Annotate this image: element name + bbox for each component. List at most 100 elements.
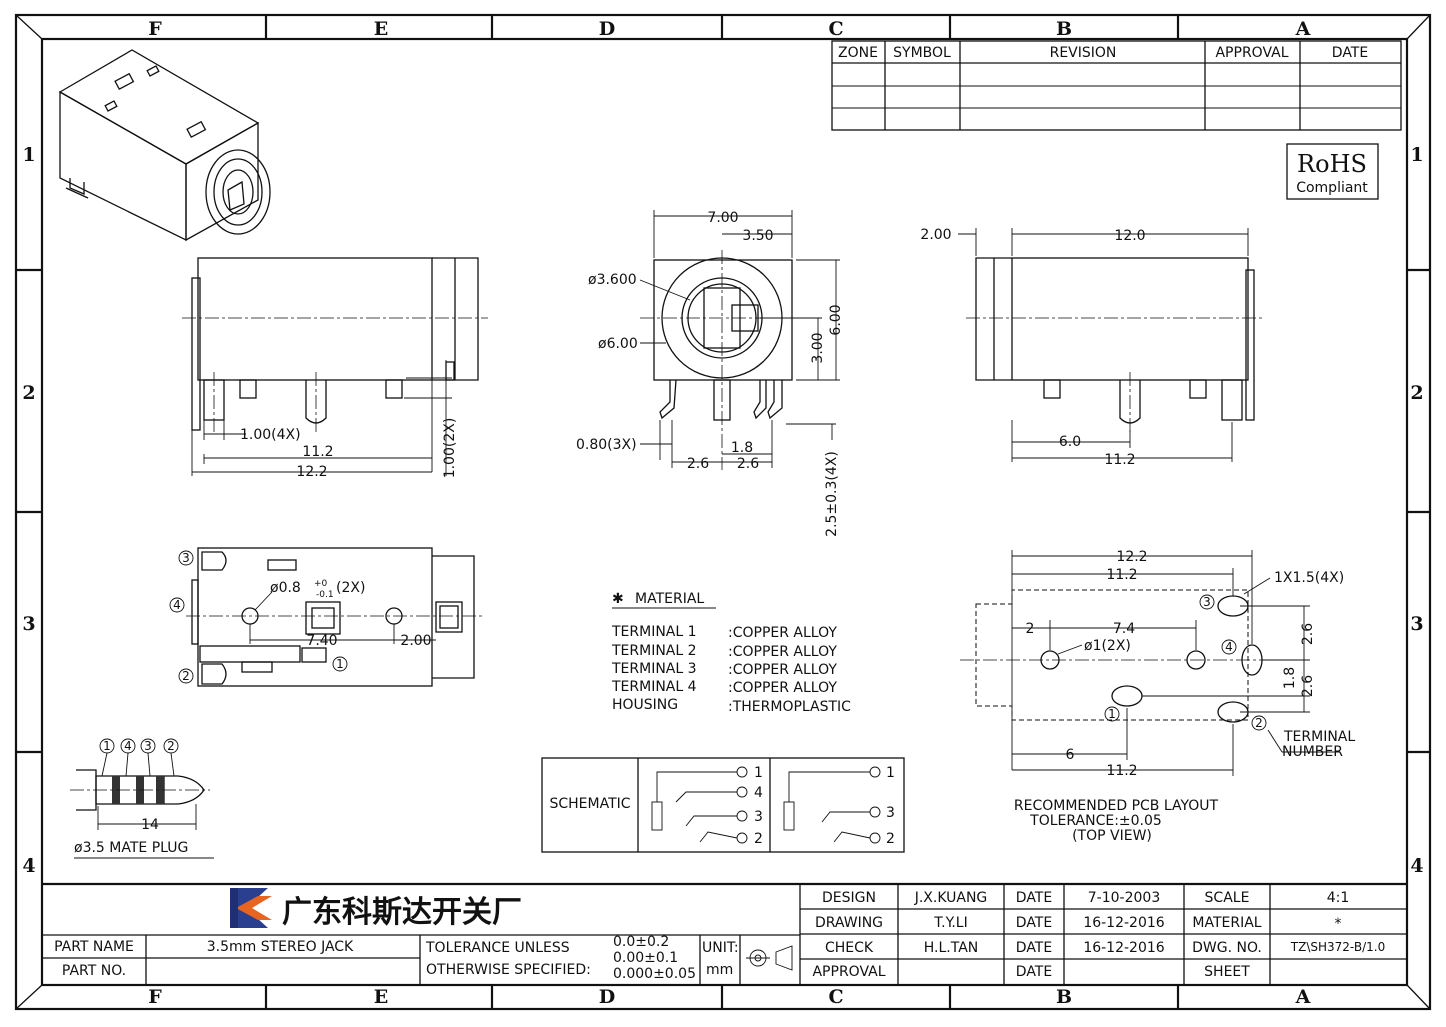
dim-label: ø0.8 xyxy=(270,580,301,596)
mate-plug: 1 4 3 2 14 ø3.5 MATE PLUG xyxy=(70,738,214,859)
revision-table: ZONE SYMBOL REVISION APPROVAL DATE xyxy=(831,40,1402,131)
design-name: J.X.KUANG xyxy=(914,890,988,906)
date-label: DATE xyxy=(1016,964,1052,980)
material-part: TERMINAL 3 xyxy=(611,661,697,677)
material-part: TERMINAL 1 xyxy=(611,624,697,640)
side-view-left: 1.00(4X) 11.2 12.2 1.00(2X) xyxy=(182,257,488,480)
plug-callout: 2 xyxy=(167,739,175,753)
terminal-callout: 2 xyxy=(182,669,190,683)
drawing-date: 16-12-2016 xyxy=(1083,915,1164,931)
terminal-callout: 4 xyxy=(173,598,181,612)
dim-label: 0.80(3X) xyxy=(576,437,637,453)
dim-label: 2.6 xyxy=(1300,675,1316,697)
rohs-mark: RoHS Compliant xyxy=(1286,143,1379,200)
rohs-subtitle: Compliant xyxy=(1296,180,1368,196)
rev-header-symbol: SYMBOL xyxy=(893,45,951,61)
terminal-callout: 3 xyxy=(1203,595,1211,609)
zone-col-label: C xyxy=(828,18,843,40)
date-label: DATE xyxy=(1016,940,1052,956)
zone-row-label: 2 xyxy=(1410,382,1423,404)
terminal-callout: 3 xyxy=(182,551,190,565)
zone-col-label: A xyxy=(1295,18,1311,40)
company-logo xyxy=(230,888,272,928)
isometric-view xyxy=(58,49,271,242)
date-label: DATE xyxy=(1016,915,1052,931)
schematic-pin: 3 xyxy=(886,805,895,821)
dim-label: 6 xyxy=(1066,747,1075,763)
material-value: :COPPER ALLOY xyxy=(728,680,837,696)
dim-label: 12.2 xyxy=(1116,549,1147,565)
pcb-caption: RECOMMENDED PCB LAYOUT xyxy=(1014,798,1219,814)
date-label: DATE xyxy=(1016,890,1052,906)
material-part: HOUSING xyxy=(612,697,678,713)
part-name-label: PART NAME xyxy=(54,939,134,955)
schematic-pin: 4 xyxy=(754,785,763,801)
dim-label: 11.2 xyxy=(1106,763,1137,779)
material-value: :COPPER ALLOY xyxy=(728,662,837,678)
tolerance-value: 0.00±0.1 xyxy=(613,950,678,966)
check-label: CHECK xyxy=(825,940,874,956)
plug-callout: 4 xyxy=(124,739,132,753)
zone-row-label: 4 xyxy=(1410,855,1423,877)
tolerance-value: 0.000±0.05 xyxy=(613,966,696,982)
plug-callout: 1 xyxy=(103,739,111,753)
dim-label: (2X) xyxy=(336,580,365,596)
terminal-number-label: TERMINAL xyxy=(1283,729,1355,745)
drawing-label: DRAWING xyxy=(815,915,883,931)
dim-label: 2.6 xyxy=(737,456,759,472)
rev-header-approval: APPROVAL xyxy=(1215,45,1288,61)
dim-label: ø1(2X) xyxy=(1084,638,1131,654)
terminal-callout: 1 xyxy=(336,657,344,671)
schematic-label: SCHEMATIC xyxy=(549,796,630,812)
dim-label: 1.8 xyxy=(1282,667,1298,689)
material-asterisk: ✱ xyxy=(612,591,624,607)
design-label: DESIGN xyxy=(822,890,876,906)
dim-label: 1.8 xyxy=(731,440,753,456)
material-value: * xyxy=(1335,916,1342,932)
terminal-callout: 2 xyxy=(1255,716,1263,730)
zone-col-label: D xyxy=(599,18,615,40)
dim-label: ø6.00 xyxy=(598,336,638,352)
plug-label: ø3.5 MATE PLUG xyxy=(74,840,188,856)
zone-row-label: 1 xyxy=(22,144,35,166)
zone-col-label: E xyxy=(374,18,388,40)
schematic-pin: 1 xyxy=(754,765,763,781)
schematic-pin: 2 xyxy=(886,831,895,847)
rev-header-zone: ZONE xyxy=(838,45,878,61)
side-view-right: 2.00 12.0 6.0 11.2 xyxy=(920,227,1262,468)
dim-label: 3.00 xyxy=(810,332,826,363)
tolerance-label: OTHERWISE SPECIFIED: xyxy=(426,962,591,978)
pcb-caption: (TOP VIEW) xyxy=(1072,828,1152,844)
rohs-title: RoHS xyxy=(1297,150,1367,178)
tolerance-value: 0.0±0.2 xyxy=(613,934,669,950)
scale-label: SCALE xyxy=(1205,890,1250,906)
dim-label: 3.50 xyxy=(742,228,773,244)
company-name: 广东科斯达开关厂 xyxy=(282,895,522,930)
dim-label: 6.00 xyxy=(828,304,844,335)
pcb-caption: TOLERANCE:±0.05 xyxy=(1029,813,1162,829)
zone-col-label: B xyxy=(1056,986,1072,1008)
material-label: MATERIAL xyxy=(1192,915,1261,931)
dwg-no-label: DWG. NO. xyxy=(1192,940,1262,956)
rev-header-date: DATE xyxy=(1332,45,1368,61)
scale-value: 4:1 xyxy=(1327,890,1350,906)
material-part: TERMINAL 4 xyxy=(611,679,697,695)
dim-label: 11.2 xyxy=(1106,567,1137,583)
material-value: :COPPER ALLOY xyxy=(728,644,837,660)
material-value: :COPPER ALLOY xyxy=(728,625,837,641)
drawing-name: T.Y.LI xyxy=(933,915,967,931)
sheet-frame: F E D C B A F E D C B A 1 2 3 4 1 2 3 4 xyxy=(14,13,1432,1011)
schematic-pin: 1 xyxy=(886,765,895,781)
material-title: MATERIAL xyxy=(635,591,704,607)
material-value: :THERMOPLASTIC xyxy=(728,699,851,715)
zone-col-label: B xyxy=(1056,18,1072,40)
sheet-label: SHEET xyxy=(1204,964,1250,980)
zone-col-label: E xyxy=(374,986,388,1008)
dim-label: 11.2 xyxy=(302,444,333,460)
zone-row-label: 3 xyxy=(22,613,35,635)
unit-value: mm xyxy=(706,962,733,978)
tolerance-label: TOLERANCE UNLESS xyxy=(425,940,570,956)
zone-row-label: 1 xyxy=(1410,144,1423,166)
dim-label: 1.00(4X) xyxy=(240,427,301,443)
